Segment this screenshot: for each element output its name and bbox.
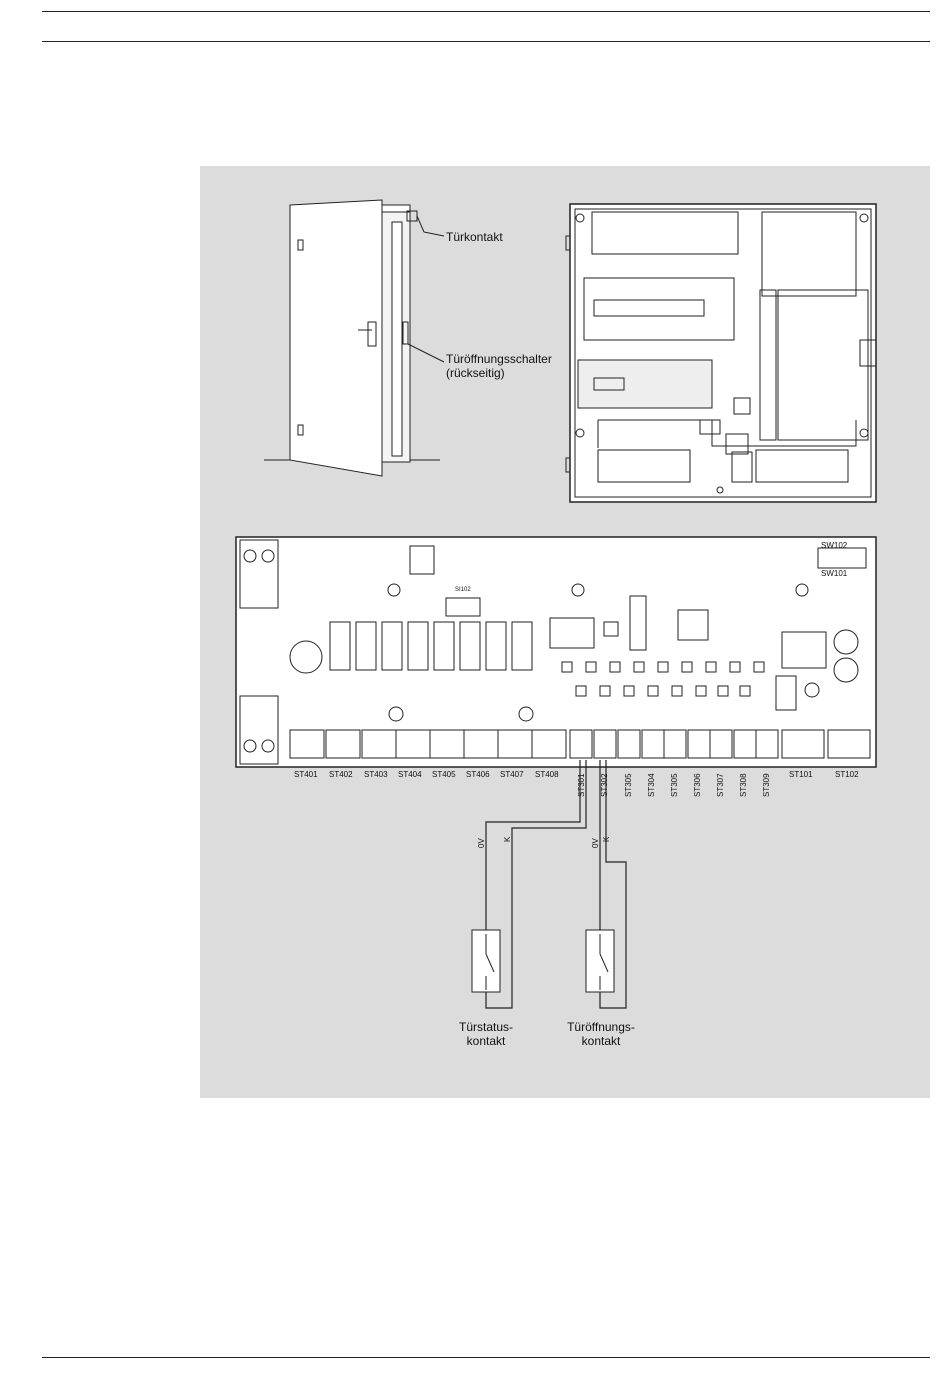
wire-label: K [602,837,611,842]
terminal-label-vertical: ST305 [624,773,633,797]
terminal-label: ST408 [535,770,559,779]
opening-contact-label-1: Türöffnungs- [556,1020,646,1034]
door-opener-switch-label-1: Türöffnungsschalter [446,352,552,366]
terminal-label: ST406 [466,770,490,779]
terminal-label-vertical: ST307 [716,773,725,797]
terminal-label: ST405 [432,770,456,779]
terminal-label: ST401 [294,770,318,779]
wire-label: K [503,837,512,842]
terminal-label-vertical: ST306 [693,773,702,797]
terminal-label-vertical: ST304 [647,773,656,797]
door-illustration [264,200,444,476]
door-contact-label: Türkontakt [446,230,503,244]
terminal-strip [290,730,870,758]
terminal-label-vertical: ST305 [670,773,679,797]
sw101-label: SW101 [821,569,847,578]
terminal-label: ST404 [398,770,422,779]
terminal-label-vertical: ST301 [577,773,586,797]
door-opener-switch-label-2: (rückseitig) [446,366,505,380]
status-contact-label-1: Türstatus- [446,1020,526,1034]
terminal-label-vertical: ST308 [739,773,748,797]
terminal-label-vertical: ST309 [762,773,771,797]
terminal-label-vertical: ST302 [600,773,609,797]
status-contact-label-2: kontakt [446,1034,526,1048]
housing-illustration [566,204,876,502]
terminal-label: ST102 [835,770,859,779]
terminal-label: ST407 [500,770,524,779]
contacts [472,930,614,992]
wire-label: 0V [477,838,486,848]
terminal-label: ST101 [789,770,813,779]
sw102-label: SW102 [821,541,847,550]
terminal-label: ST402 [329,770,353,779]
wire-label: 0V [591,838,600,848]
terminal-label: ST403 [364,770,388,779]
opening-contact-label-2: kontakt [556,1034,646,1048]
si102-label: SI102 [455,587,471,593]
